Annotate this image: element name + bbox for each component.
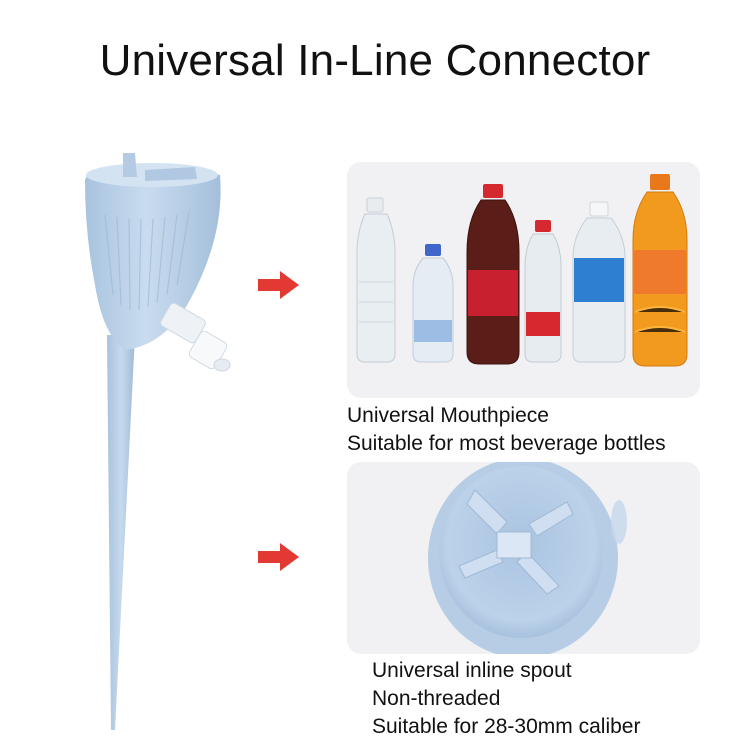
bottle-orange (632, 174, 688, 367)
spout-caption: Universal inline spout Non-threaded Suit… (372, 657, 640, 741)
page-title: Universal In-Line Connector (99, 36, 651, 85)
arrow-right-icon (258, 271, 299, 299)
spout-panel (347, 462, 700, 654)
caption-line: Universal inline spout (372, 659, 572, 682)
caption-line: Suitable for most beverage bottles (347, 432, 666, 455)
cup-fin (123, 153, 137, 177)
caption-line: Universal Mouthpiece (347, 404, 549, 427)
caption-line: Suitable for 28-30mm caliber (372, 715, 641, 738)
cup-ribs (104, 210, 190, 311)
mouthpiece-caption: Universal Mouthpiece Suitable for most b… (347, 402, 666, 458)
bottle-blue-cap (412, 244, 454, 363)
bottle-cola (466, 184, 520, 365)
cup-fin (145, 167, 197, 181)
bottle-blue-label (572, 201, 626, 363)
spout-cross-fins (458, 489, 574, 595)
bottle-red-cap (524, 220, 562, 363)
side-connector (160, 302, 231, 372)
arrow-right-icon (258, 543, 299, 571)
watering-stake-image (85, 153, 231, 730)
funnel-cup (85, 164, 221, 350)
bottle-clear (356, 197, 396, 363)
caption-line: Non-threaded (372, 687, 501, 710)
stake-spike (107, 335, 135, 730)
bottles-panel (347, 162, 700, 398)
